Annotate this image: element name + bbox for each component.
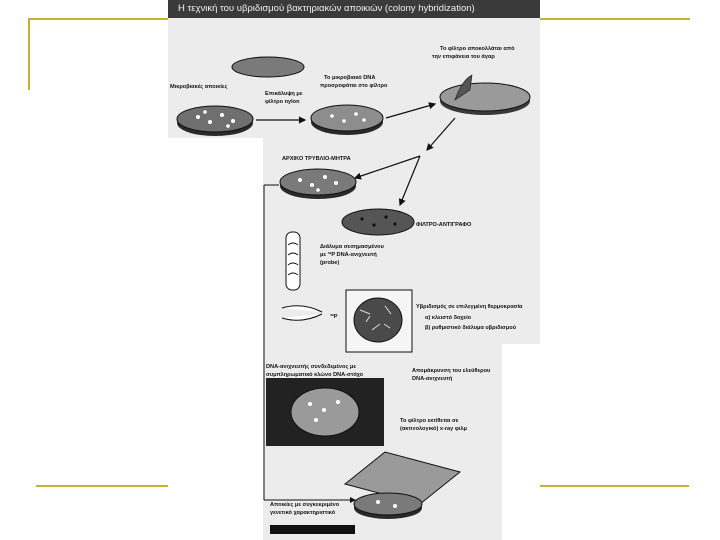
accent-line-left <box>28 18 30 90</box>
scan-crop-right <box>502 344 540 540</box>
nylon-filter <box>231 56 305 78</box>
label-microbial-dna: Το μικροβιακό DNA <box>324 75 376 81</box>
label-exposed: Το φίλτρο εκτίθεται σε <box>400 418 459 424</box>
master-plate <box>279 168 357 199</box>
label-probe-solution-3: (probe) <box>320 260 340 266</box>
arrow-to-replica <box>398 155 421 207</box>
arrow-to-master <box>353 155 421 180</box>
initial-plate <box>176 105 254 136</box>
label-hybridization-a: α) κλειστό δοχείο <box>425 315 472 321</box>
peeled-filter-plate <box>439 74 531 115</box>
probe-bound-filter <box>266 378 384 446</box>
probe-tube <box>285 231 301 291</box>
arrow-down-right <box>426 117 456 151</box>
label-result-2: γενετικό χαρακτηριστικό <box>270 510 336 516</box>
replica-filter <box>341 208 415 236</box>
hybridization-bag <box>281 289 413 353</box>
label-microbial-colonies: Μικροβιακές αποικίες <box>170 84 228 90</box>
plate-with-filter <box>310 104 384 135</box>
label-master-plate: ΑΡΧΙΚΟ ΤΡΥΒΛΙΟ-ΜΗΤΡΑ <box>282 156 351 162</box>
scan-crop-left <box>168 138 263 540</box>
label-filter-replica: ΦΙΛΤΡΟ-ΑΝΤΙΓΡΑΦΟ <box>416 222 472 228</box>
label-overlay-nylon: Επικάλυψη με <box>265 91 303 97</box>
label-remove-free-2: DNA-ανιχνευτή <box>412 376 453 382</box>
label-filter-peeled-2: την επιφάνεια του άγαρ <box>432 54 495 60</box>
label-microbial-dna-2: προσροφάται στο φίλτρο <box>320 83 388 89</box>
label-probe-bound-2: συμπληρωματικό κλώνο DNA-στόχο <box>266 372 364 378</box>
label-overlay-nylon-2: φίλτρο nylon <box>265 99 300 105</box>
label-hybridization-b: β) ρυθμιστικό διάλυμα υβριδισμού <box>425 325 516 331</box>
scan-bottom-bar <box>270 525 355 534</box>
label-probe-solution-2: με ³²P DNA-ανιχνευτή <box>320 252 377 258</box>
label-probe-bound: DNA-ανιχνευτής συνδεδεμένος με <box>266 364 357 370</box>
arrow-to-peel <box>385 102 437 119</box>
label-probe-tag: ³²P <box>330 314 338 320</box>
label-hybridization-title: Υβριδισμός σε επιλεγμένη θερμοκρασία <box>416 304 523 310</box>
label-probe-solution: Διάλυμα σεσημασμένου <box>320 244 384 250</box>
label-result: Αποικίες με συγκεκριμένο <box>270 502 340 508</box>
result-plate <box>353 492 423 519</box>
label-remove-free: Απομάκρυνση του ελεύθερου <box>412 368 491 374</box>
figure-title: Η τεχνική του υβριδισμού βακτηριακών απο… <box>168 0 540 18</box>
label-filter-peeled: Το φίλτρο αποκολλάται από <box>440 46 515 52</box>
label-exposed-2: (ακτινολογικό) x-ray φιλμ <box>400 426 467 432</box>
